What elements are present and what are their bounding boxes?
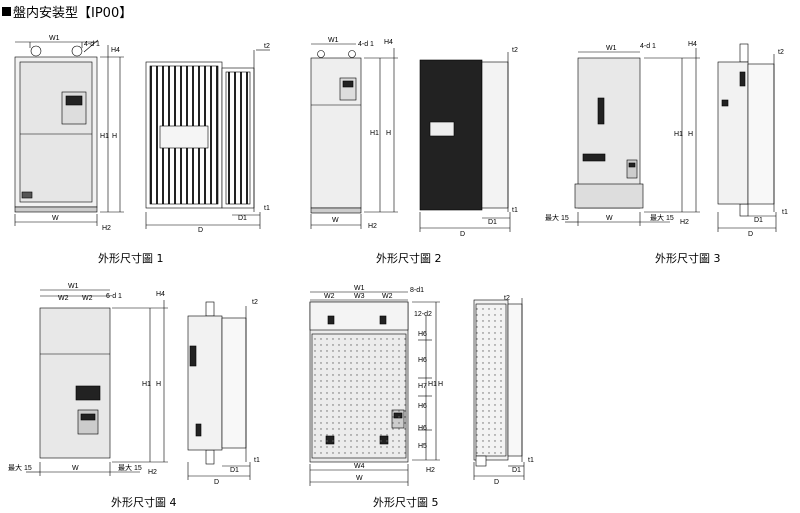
label-H: H <box>156 381 161 388</box>
label-D: D <box>198 227 203 234</box>
label-W2: W2 <box>382 293 393 300</box>
label-H2: H2 <box>426 467 435 474</box>
label-H1: H1 <box>428 381 437 388</box>
label-W: W <box>356 475 363 482</box>
label-H6: H6 <box>418 331 427 338</box>
label-6-d1: 6-d 1 <box>106 293 122 300</box>
figure-1-drawing <box>14 39 270 229</box>
figure-3-labels: W1 4-d 1 H4 H1 H H2 W 最大 15 最大 15 D D1 t… <box>545 41 788 238</box>
figure-4-labels: W1 W2 W2 6-d 1 H4 H1 H H2 W 最大 15 最大 15 … <box>8 283 260 486</box>
label-H2: H2 <box>148 469 157 476</box>
label-W2: W2 <box>58 295 69 302</box>
figure-5-drawing <box>309 291 525 486</box>
figure-2-drawing <box>310 43 511 232</box>
label-t2: t2 <box>264 43 270 50</box>
label-D: D <box>748 231 753 238</box>
label-H1: H1 <box>100 133 109 140</box>
section-title: 盤内安装型【IP00】 <box>13 6 133 21</box>
label-D1: D1 <box>238 215 247 222</box>
figure-1-caption: 外形尺寸圖 1 <box>98 252 164 265</box>
label-W1: W1 <box>49 35 60 42</box>
label-H: H <box>112 133 117 140</box>
label-H2: H2 <box>680 219 689 226</box>
label-H4: H4 <box>384 39 393 46</box>
label-t1: t1 <box>264 205 270 212</box>
figure-3-caption: 外形尺寸圖 3 <box>655 252 721 265</box>
label-W2: W2 <box>82 295 93 302</box>
label-max15: 最大 15 <box>118 463 142 472</box>
label-t2: t2 <box>252 299 258 306</box>
label-t1: t1 <box>782 209 788 216</box>
square-bullet-icon <box>2 7 11 16</box>
label-H5: H5 <box>418 443 427 450</box>
label-t2: t2 <box>512 47 518 54</box>
label-t2: t2 <box>778 49 784 56</box>
label-8-d1: 8-d1 <box>410 287 424 294</box>
label-D: D <box>460 231 465 238</box>
label-H1: H1 <box>142 381 151 388</box>
label-4-d1: 4-d 1 <box>640 43 656 50</box>
label-W3: W3 <box>354 293 365 300</box>
label-W1: W1 <box>328 37 339 44</box>
label-H6: H6 <box>418 425 427 432</box>
label-H: H <box>438 381 443 388</box>
figure-1-labels: W1 4-d 1 H4 H1 H H2 W D D1 t2 t1 <box>49 35 270 234</box>
figure-4-drawing <box>26 289 251 480</box>
label-t1: t1 <box>528 457 534 464</box>
label-t1: t1 <box>512 207 518 214</box>
label-H4: H4 <box>156 291 165 298</box>
label-W4: W4 <box>354 463 365 470</box>
label-H2: H2 <box>368 223 377 230</box>
figure-5-labels: W1 W2 W3 W2 8-d1 12-d2 H6 H6 H7 H6 H6 H5… <box>324 285 534 486</box>
label-W2: W2 <box>324 293 335 300</box>
label-H7: H7 <box>418 383 427 390</box>
label-H1: H1 <box>674 131 683 138</box>
label-H4: H4 <box>688 41 697 48</box>
label-W1: W1 <box>354 285 365 292</box>
label-W: W <box>52 215 59 222</box>
label-H: H <box>688 131 693 138</box>
figure-4-caption: 外形尺寸圖 4 <box>111 496 177 509</box>
figure-3-drawing <box>565 43 777 232</box>
label-D1: D1 <box>512 467 521 474</box>
figure-2-labels: W1 4-d 1 H4 H1 H H2 W D D1 t2 t1 <box>328 37 518 238</box>
label-D1: D1 <box>754 217 763 224</box>
label-t2: t2 <box>504 295 510 302</box>
label-H: H <box>386 130 391 137</box>
label-D: D <box>494 479 499 486</box>
label-D1: D1 <box>230 467 239 474</box>
label-H4: H4 <box>111 47 120 54</box>
label-D1: D1 <box>488 219 497 226</box>
label-H6: H6 <box>418 357 427 364</box>
label-12-d2: 12-d2 <box>414 311 432 318</box>
label-4-d1: 4-d 1 <box>358 41 374 48</box>
label-H2: H2 <box>102 225 111 232</box>
label-4-d1: 4-d 1 <box>84 41 100 48</box>
label-W: W <box>72 465 79 472</box>
label-W: W <box>332 217 339 224</box>
figure-2-caption: 外形尺寸圖 2 <box>376 252 442 265</box>
label-H6: H6 <box>418 403 427 410</box>
label-max15: 最大 15 <box>545 213 569 222</box>
label-H1: H1 <box>370 130 379 137</box>
label-W: W <box>606 215 613 222</box>
section-header: 盤内安装型【IP00】 <box>2 2 132 21</box>
label-max15: 最大 15 <box>8 463 32 472</box>
label-W1: W1 <box>606 45 617 52</box>
label-D: D <box>214 479 219 486</box>
label-W1: W1 <box>68 283 79 290</box>
label-max15: 最大 15 <box>650 213 674 222</box>
label-t1: t1 <box>254 457 260 464</box>
figure-5-caption: 外形尺寸圖 5 <box>373 496 439 509</box>
